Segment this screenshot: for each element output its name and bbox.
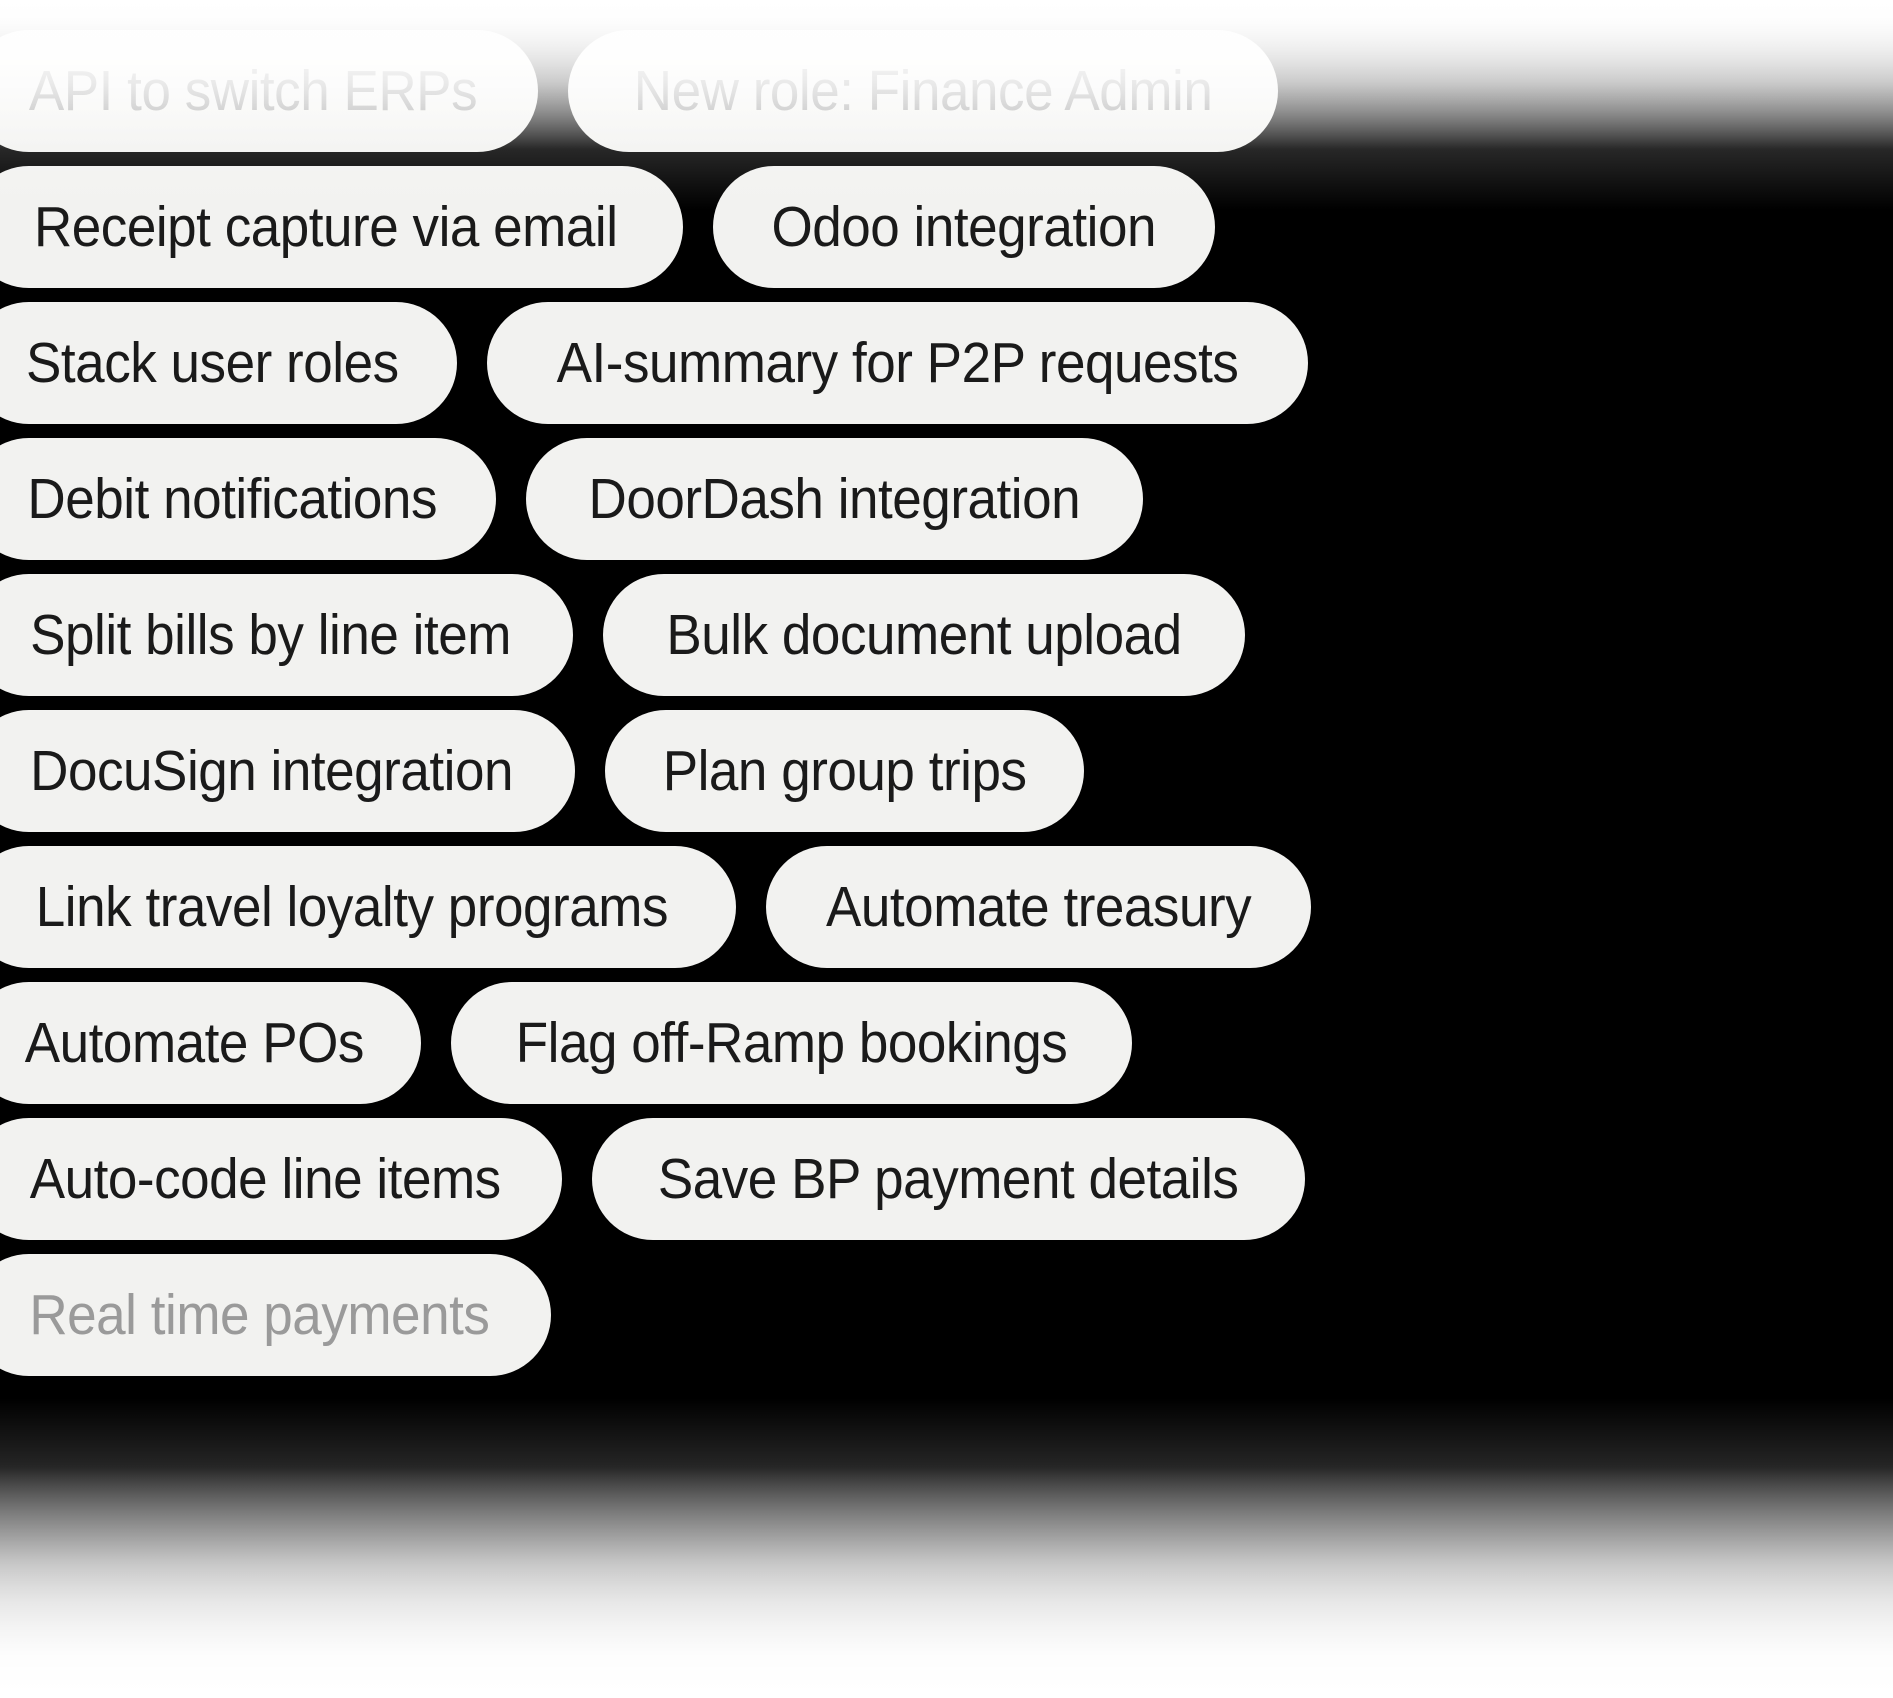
feature-chip-label: New role: Finance Admin — [633, 58, 1213, 123]
feature-chip[interactable]: Debit notifications — [0, 438, 497, 560]
feature-chip-label: Stack user roles — [26, 330, 399, 395]
feature-chip-label: DoorDash integration — [588, 466, 1081, 531]
feature-chip-label: AI-summary for P2P requests — [556, 330, 1239, 395]
feature-chip-label: Link travel loyalty programs — [35, 874, 669, 939]
feature-chip[interactable]: Link travel loyalty programs — [0, 846, 736, 968]
feature-chip-label: Debit notifications — [27, 466, 437, 531]
feature-chip-label: Receipt capture via email — [33, 194, 618, 259]
feature-chip-label: API to switch ERPs — [28, 58, 478, 123]
feature-chip-label: Odoo integration — [771, 194, 1157, 259]
chip-row: Split bills by line item Bulk document up… — [0, 574, 1893, 696]
feature-chip[interactable]: Stack user roles — [0, 302, 457, 424]
feature-chip-label: DocuSign integration — [30, 738, 514, 803]
feature-chip[interactable]: Plan group trips — [605, 710, 1085, 832]
feature-chip[interactable]: Save BP payment details — [592, 1118, 1305, 1240]
feature-chip[interactable]: Automate treasury — [765, 846, 1311, 968]
feature-chip[interactable]: DoorDash integration — [526, 438, 1144, 560]
chip-row: Debit notifications DoorDash integration — [0, 438, 1893, 560]
feature-chip[interactable]: Auto-code line items — [0, 1118, 563, 1240]
feature-chip[interactable]: New role: Finance Admin — [568, 30, 1279, 152]
chip-row: Real time payments — [0, 1254, 1893, 1376]
chip-row: Link travel loyalty programs Automate tre… — [0, 846, 1893, 968]
feature-chip[interactable]: Odoo integration — [713, 166, 1215, 288]
feature-chip[interactable]: Bulk document upload — [603, 574, 1246, 696]
feature-chip-label: Split bills by line item — [30, 602, 511, 667]
feature-chip[interactable]: Split bills by line item — [0, 574, 574, 696]
feature-chip[interactable]: Receipt capture via email — [0, 166, 684, 288]
feature-chip-label: Auto-code line items — [29, 1146, 501, 1211]
feature-chip-label: Real time payments — [29, 1282, 490, 1347]
chip-row: Stack user roles AI-summary for P2P reque… — [0, 302, 1893, 424]
chip-row: API to switch ERPs New role: Finance Admi… — [0, 30, 1893, 152]
feature-chip[interactable]: Automate POs — [0, 982, 421, 1104]
chip-row: Auto-code line items Save BP payment deta… — [0, 1118, 1893, 1240]
feature-chip[interactable]: Real time payments — [0, 1254, 551, 1376]
feature-chip-label: Automate POs — [24, 1010, 365, 1075]
feature-chip-label: Plan group trips — [662, 738, 1027, 803]
feature-chip[interactable]: DocuSign integration — [0, 710, 576, 832]
feature-chip-label: Flag off-Ramp bookings — [515, 1010, 1068, 1075]
feature-chip[interactable]: API to switch ERPs — [0, 30, 538, 152]
feature-chip[interactable]: AI-summary for P2P requests — [486, 302, 1308, 424]
chip-row: Automate POs Flag off-Ramp bookings — [0, 982, 1893, 1104]
feature-chip-label: Save BP payment details — [658, 1146, 1239, 1211]
feature-chip-label: Automate treasury — [825, 874, 1252, 939]
chip-row: Receipt capture via email Odoo integratio… — [0, 166, 1893, 288]
feature-chip[interactable]: Flag off-Ramp bookings — [450, 982, 1132, 1104]
feature-chip-label: Bulk document upload — [666, 602, 1182, 667]
chip-row: DocuSign integration Plan group trips — [0, 710, 1893, 832]
